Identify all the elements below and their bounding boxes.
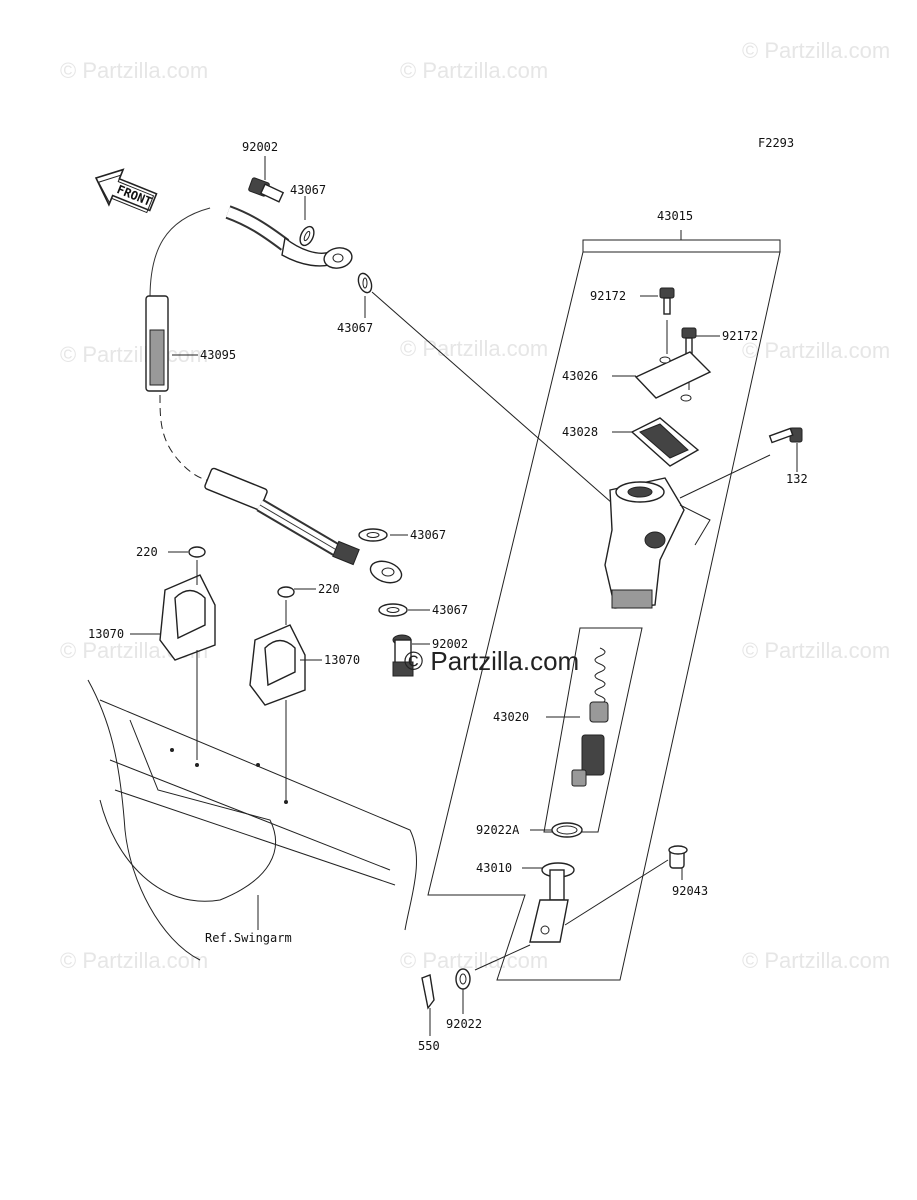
- callout-13070-b: 13070: [324, 653, 360, 667]
- watermark: © Partzilla.com: [60, 58, 208, 83]
- callout-43067-b: 43067: [337, 321, 373, 335]
- clevis-pin: [564, 845, 688, 926]
- callout-220-a: 220: [136, 545, 158, 559]
- reservoir-cap: [634, 351, 712, 402]
- leader-lines: [130, 196, 720, 869]
- callout-220-b: 220: [318, 582, 340, 596]
- callout-92043: 92043: [672, 884, 708, 898]
- callout-13070-a: 13070: [88, 627, 124, 641]
- callout-43067-a: 43067: [290, 183, 326, 197]
- washer-92022: [455, 944, 531, 1014]
- front-arrow-icon: FRONT: [94, 168, 158, 214]
- push-rod: [529, 862, 575, 943]
- watermark: © Partzilla.com: [400, 948, 548, 973]
- callout-92002-bottom: 92002: [432, 637, 468, 651]
- callout-labels: 92002 43067 43067 43095 43015 92172 9217…: [88, 140, 808, 1053]
- callout-92022: 92022: [446, 1017, 482, 1031]
- callout-43028: 43028: [562, 425, 598, 439]
- hose-clamp-left: [159, 546, 216, 760]
- circlip: [551, 822, 583, 838]
- banjo-bolt-top: [248, 156, 285, 203]
- callout-43020: 43020: [493, 710, 529, 724]
- callout-43010: 43010: [476, 861, 512, 875]
- center-watermark: © Partzilla.com: [404, 646, 579, 676]
- reference-note: Ref.Swingarm: [205, 931, 292, 945]
- callout-43067-d: 43067: [432, 603, 468, 617]
- callout-43015: 43015: [657, 209, 693, 223]
- watermark: © Partzilla.com: [742, 38, 890, 63]
- callout-92172-b: 92172: [722, 329, 758, 343]
- washers: [299, 225, 408, 617]
- watermark: © Partzilla.com: [400, 58, 548, 83]
- banjo-bolt-bottom: [392, 634, 414, 677]
- watermark: © Partzilla.com: [742, 338, 890, 363]
- callout-132: 132: [786, 472, 808, 486]
- figure-code: F2293: [758, 136, 794, 150]
- callout-43026: 43026: [562, 369, 598, 383]
- callout-43067-c: 43067: [410, 528, 446, 542]
- callout-43095: 43095: [200, 348, 236, 362]
- watermarks: © Partzilla.com © Partzilla.com © Partzi…: [60, 38, 890, 973]
- cotter-pin: [421, 974, 435, 1036]
- callout-550: 550: [418, 1039, 440, 1053]
- master-cylinder-body: [604, 477, 711, 609]
- piston-kit: [543, 627, 643, 833]
- watermark: © Partzilla.com: [60, 948, 208, 973]
- watermark: © Partzilla.com: [742, 638, 890, 663]
- brake-hose: [145, 204, 403, 584]
- callout-92022A: 92022A: [476, 823, 520, 837]
- assembly-outline-43015: [427, 230, 781, 981]
- hose-clamp-right: [249, 586, 306, 800]
- callout-92172-a: 92172: [590, 289, 626, 303]
- diaphragm: [630, 417, 700, 467]
- callout-92002-top: 92002: [242, 140, 278, 154]
- mounting-bolt: [679, 427, 803, 499]
- watermark: © Partzilla.com: [400, 336, 548, 361]
- swingarm-reference: [87, 679, 417, 961]
- watermark: © Partzilla.com: [742, 948, 890, 973]
